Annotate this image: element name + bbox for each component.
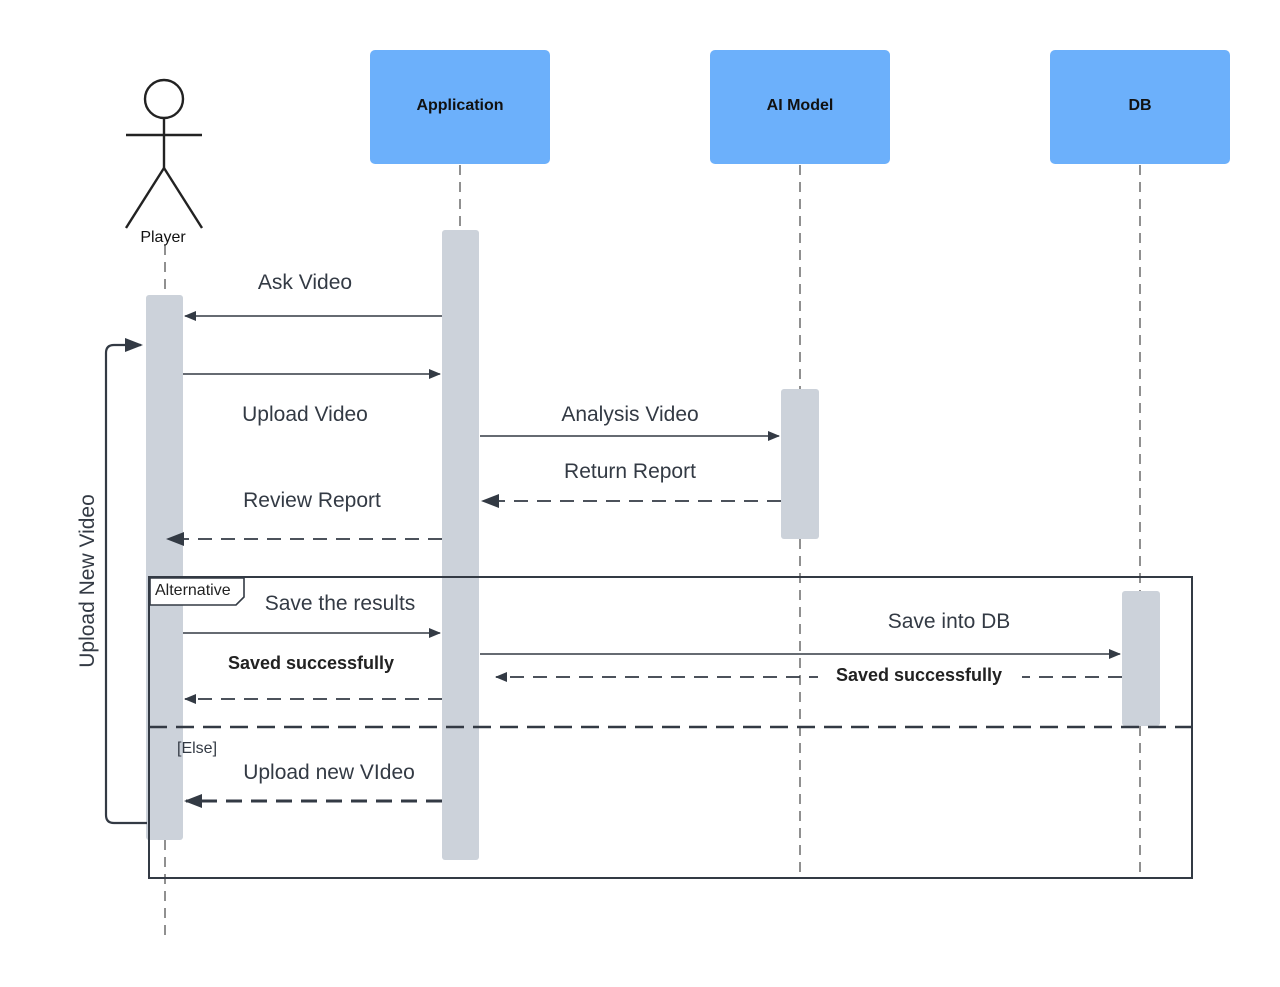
message-return-report-label: Return Report [564, 460, 696, 483]
activation-ai-model [781, 389, 819, 539]
participant-db-box [1050, 50, 1230, 164]
alternative-fragment: Alternative [Else] [148, 576, 1193, 879]
participant-db-label: DB [1128, 97, 1151, 114]
alternative-frame-tag [149, 577, 245, 606]
message-saved-successfully-app-label: Saved successfully [228, 653, 394, 673]
actor-player-label: Player [140, 229, 186, 246]
actor-player: Player [124, 78, 204, 246]
activation-player [146, 295, 183, 840]
else-guard-label: [Else] [177, 740, 217, 757]
participant-application: Application [370, 50, 550, 164]
message-save-results-label: Save the results [265, 592, 416, 615]
participant-application-box [370, 50, 550, 164]
participant-ai-model-label: AI Model [767, 97, 834, 114]
alternative-frame-tag-label: Alternative [155, 582, 231, 599]
participant-ai-model-box [710, 50, 890, 164]
actor-left-leg-icon [124, 167, 166, 229]
message-review-report-label: Review Report [243, 489, 381, 512]
message-saved-successfully-db-label: Saved successfully [836, 665, 1002, 685]
message-upload-new-video-alt-label: Upload new VIdeo [243, 761, 415, 784]
message-saved-successfully-db-label-bg [818, 663, 1022, 689]
message-save-into-db-label: Save into DB [888, 610, 1011, 633]
actor-head-icon [143, 78, 185, 120]
message-ask-video-label: Ask Video [258, 271, 352, 294]
participant-db: DB [1050, 50, 1230, 164]
activation-db [1122, 591, 1160, 726]
loop-upload-new-video-line [104, 338, 147, 825]
activation-application [442, 230, 479, 860]
message-upload-video-label: Upload Video [242, 403, 368, 426]
participant-ai-model: AI Model [710, 50, 890, 164]
participant-application-label: Application [416, 97, 503, 114]
message-analysis-video-label: Analysis Video [561, 403, 698, 426]
actor-right-leg-icon [162, 167, 204, 229]
loop-upload-new-video: Upload New Video [76, 338, 147, 825]
loop-upload-new-video-label: Upload New Video [76, 494, 99, 668]
